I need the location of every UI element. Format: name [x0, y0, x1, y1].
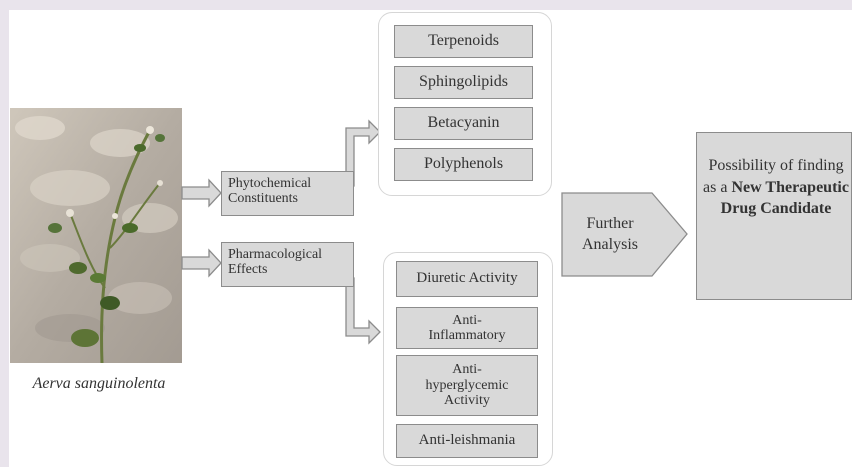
diagram-canvas: Aerva sanguinolenta Phytochemical Consti…: [9, 10, 852, 467]
constituent-polyphenols: Polyphenols: [394, 148, 533, 181]
effect-anti-leishmania: Anti-leishmania: [396, 424, 538, 458]
plant-photo: [10, 108, 182, 363]
constituent-sphingolipids: Sphingolipids: [394, 66, 533, 99]
effect-anti-hyperglycemic: Anti-hyperglycemic Activity: [396, 355, 538, 416]
constituent-label: Betacyanin: [427, 114, 500, 132]
effect-label: Anti-leishmania: [418, 432, 516, 449]
further-analysis-label: Further Analysis: [582, 215, 638, 253]
effect-label: Anti-hyperglycemic Activity: [425, 362, 509, 409]
conclusion-box: Possibility of finding as a New Therapeu…: [696, 132, 852, 300]
pharmacological-effects-label: Pharmacological Effects: [228, 247, 323, 278]
constituent-label: Terpenoids: [428, 32, 499, 50]
phytochemical-constituents-box: Phytochemical Constituents: [221, 171, 354, 216]
constituent-betacyanin: Betacyanin: [394, 107, 533, 140]
conclusion-prefix: Possibility of finding as a: [703, 157, 844, 196]
pharmacological-effects-box: Pharmacological Effects: [221, 242, 354, 287]
arrow-photo-to-pharma: [181, 248, 222, 278]
arrow-phyto-to-constituents: [345, 119, 381, 187]
constituent-label: Polyphenols: [423, 155, 504, 173]
constituent-label: Sphingolipids: [419, 73, 508, 91]
arrow-photo-to-phyto: [181, 178, 222, 208]
effect-diuretic: Diuretic Activity: [396, 261, 538, 297]
constituent-terpenoids: Terpenoids: [394, 25, 533, 58]
connector-arrows: [181, 119, 688, 345]
plant-caption: Aerva sanguinolenta: [32, 375, 166, 392]
phytochemical-constituents-label: Phytochemical Constituents: [228, 176, 312, 207]
conclusion-highlight: New Therapeutic Drug Candidate: [720, 178, 849, 218]
conclusion-text: Possibility of finding as a New Therapeu…: [701, 155, 851, 220]
arrow-pharma-to-effects: [345, 277, 381, 345]
effect-label: Anti-Inflammatory: [428, 312, 506, 343]
effect-anti-inflammatory: Anti-Inflammatory: [396, 307, 538, 349]
effect-label: Diuretic Activity: [416, 270, 518, 287]
analysis-arrow-shape: [561, 192, 688, 277]
